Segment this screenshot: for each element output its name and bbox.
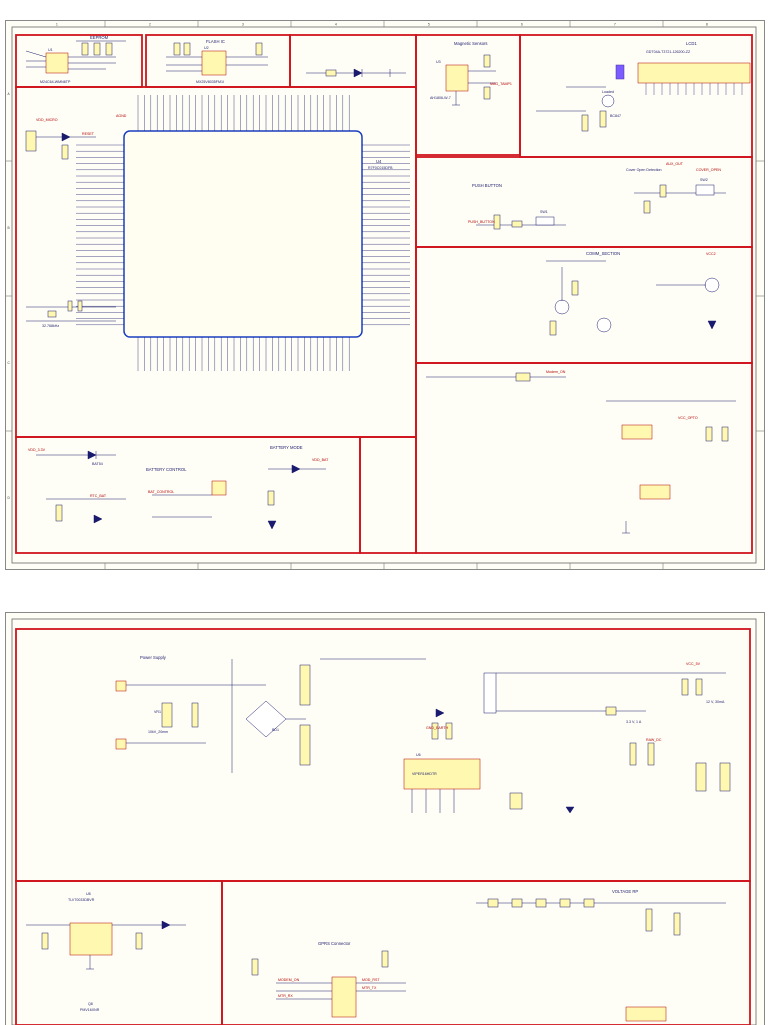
regulator-part: TLV70033DBVR	[68, 898, 95, 902]
frame-col-2: 2	[149, 23, 151, 27]
gprs-title: GPRS Connector	[318, 941, 351, 946]
fet-ref: Q8	[88, 1002, 93, 1006]
lcd-part: GDT04A-T3721-126200-ZZ	[646, 50, 691, 54]
optical-net: VCC_OPTO	[678, 416, 698, 420]
section-optical	[415, 362, 753, 554]
rtc-diode: BAT54	[92, 462, 103, 466]
frame-col-1: 1	[56, 23, 58, 27]
rtc-title: RTC_BAT	[90, 494, 107, 498]
flash-part: MX25V8035FM1I	[196, 80, 224, 84]
section-lcd	[519, 34, 753, 158]
viper-part: VIPER16HDTR	[412, 772, 437, 776]
bridge-ref: BD1	[272, 728, 279, 732]
gprs-pin-2: MTR_RX	[278, 994, 293, 998]
output-c: 3.3 V, 1 A	[626, 720, 642, 724]
section-gprs	[221, 880, 751, 1025]
mov-value: 10kV_20mm	[148, 730, 168, 734]
gprs-pin-1: MODEM_ON	[278, 978, 300, 982]
vdd-micro-net: VDD_MICRO	[36, 118, 58, 122]
viper-ref: U6	[416, 753, 421, 757]
mcu-ref: U4	[376, 159, 382, 164]
eeprom-part: M24C64-WMN6TP	[40, 80, 71, 84]
schematic-sheet-1-drawing: 1 2 3 4 5 6 7 8 A B C D EEPROM U1 M24C64…	[6, 21, 764, 569]
battery-mode-net: VDD_BAT	[312, 458, 329, 462]
section-magnetic	[415, 34, 521, 156]
flash-title: FLASH IC	[206, 39, 225, 44]
comm-title: COMM_SECTION	[586, 251, 620, 256]
lcd-led: Loaded	[602, 90, 614, 94]
raw-dc-net: RAW_DC	[646, 738, 662, 742]
reset-net: RESET	[82, 132, 95, 136]
comm-net: VCC2	[706, 252, 716, 256]
cover-net: COVER_OPEN	[696, 168, 721, 172]
magnetic-ref: U3	[436, 60, 441, 64]
section-led	[289, 34, 417, 88]
flash-ref: U2	[204, 46, 209, 50]
frame-col-3: 3	[242, 23, 244, 27]
crystal-value: 32.768kHz	[42, 324, 59, 328]
push-title: PUSH BUTTON	[472, 183, 502, 188]
agnd-net: AGND	[116, 114, 127, 118]
lcd-title: LCD1	[686, 41, 697, 46]
power-title: Power Supply	[140, 655, 167, 660]
voltage-title: VOLTAGE RP	[612, 889, 638, 894]
section-battery-right	[359, 436, 417, 554]
schematic-sheet-2: Power Supply VR1 10kV_20mm BD1 U6 VIPER1…	[5, 612, 765, 1025]
frame-row-a: A	[8, 92, 11, 96]
mov-ref: VR1	[154, 710, 161, 714]
cover-title: Cover Open Detection	[626, 168, 662, 172]
output-a: VCC_5V	[686, 662, 701, 666]
frame-row-b: B	[8, 226, 10, 230]
eeprom-title: EEPROM	[90, 35, 109, 40]
aux-out-net: AUX_OUT	[666, 162, 684, 166]
frame-row-d: D	[8, 496, 11, 500]
section-power	[15, 628, 751, 882]
regulator-ref: U8	[86, 892, 91, 896]
magnetic-net: MAG_TAMP1	[490, 82, 512, 86]
frame-col-6: 6	[521, 23, 523, 27]
frame-col-7: 7	[614, 23, 616, 27]
gprs-pin-3: MTR_TX	[362, 986, 377, 990]
vdd-33-net: VDD_3.3V	[28, 448, 46, 452]
battery-control-title: BATTERY CONTROL	[146, 467, 187, 472]
frame-col-5: 5	[428, 23, 430, 27]
gprs-pin-4: MOD_RST	[362, 978, 380, 982]
push-switch: SW1	[540, 210, 548, 214]
lcd-transistor: BC847	[610, 114, 621, 118]
push-net: PUSH_BUTTON	[468, 220, 495, 224]
modem-net: Modem_ON	[546, 370, 566, 374]
magnetic-title: Magnetic Sensors	[454, 41, 488, 46]
cover-switch: SW2	[700, 178, 708, 182]
schematic-sheet-1: 1 2 3 4 5 6 7 8 A B C D EEPROM U1 M24C64…	[5, 20, 765, 570]
battery-control-net: BAT_CONTROL	[148, 490, 174, 494]
gnd-earth-net: GND_EARTH	[426, 726, 449, 730]
frame-col-4: 4	[335, 23, 337, 27]
battery-mode-title: BATTERY MODE	[270, 445, 303, 450]
section-regulator	[15, 880, 223, 1025]
schematic-sheet-2-drawing: Power Supply VR1 10kV_20mm BD1 U6 VIPER1…	[11, 618, 757, 1025]
fet-part: PMV16XNR	[80, 1008, 100, 1012]
frame-row-c: C	[8, 361, 11, 365]
output-b: 12 V, 30mA	[706, 700, 725, 704]
mcu-part: R7F0C015DFB	[368, 166, 393, 170]
section-comm	[415, 246, 753, 364]
eeprom-ref: U1	[48, 48, 53, 52]
magnetic-part: AH1806-W-7	[430, 96, 451, 100]
frame-col-8: 8	[706, 23, 708, 27]
